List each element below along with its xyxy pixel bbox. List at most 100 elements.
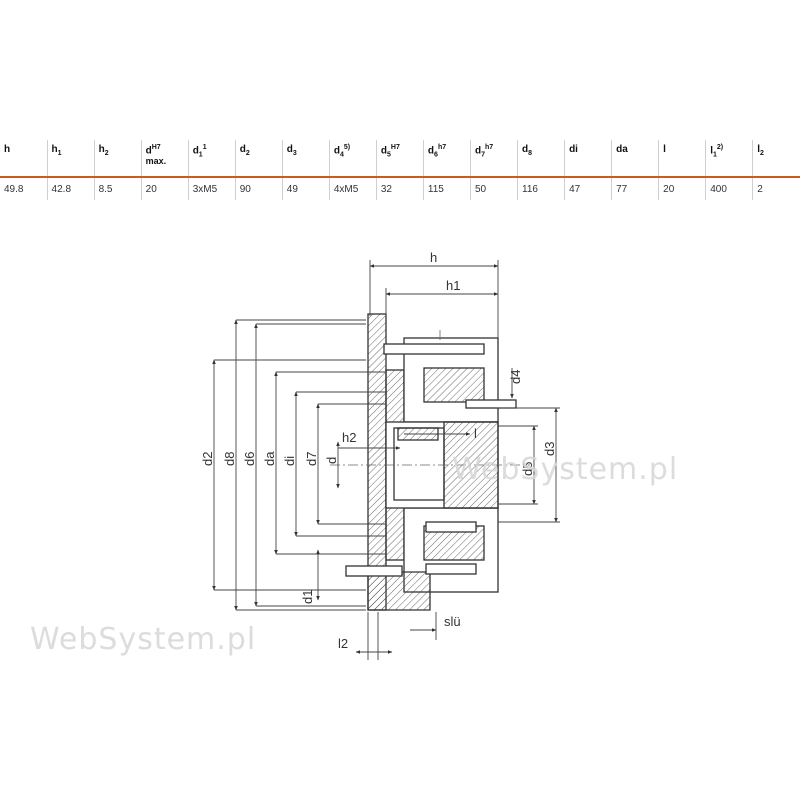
header-symbol: l	[663, 144, 666, 155]
header-superscript: H7	[151, 144, 161, 151]
table-cell: 3xM5	[187, 177, 236, 200]
table-cell: 47	[564, 177, 612, 200]
label-l2: l2	[338, 636, 348, 651]
table-cell: 49.8	[4, 183, 24, 195]
label-da: da	[262, 451, 277, 466]
column-header: h2	[93, 140, 142, 178]
header-subscript: 1	[712, 151, 717, 159]
header-subscript: 2	[760, 150, 764, 157]
header-symbol: d	[380, 145, 387, 157]
header-symbol: d	[333, 145, 340, 157]
header-superscript: 2)	[716, 144, 724, 151]
column-header: d45)	[328, 140, 377, 178]
table-cell: 115	[422, 177, 471, 200]
header-superscript: H7	[390, 144, 400, 151]
header-subscript: 2	[245, 150, 250, 157]
table-cell: 90	[234, 177, 283, 200]
column-header: d8	[517, 140, 565, 178]
column-header: d7h7	[469, 140, 518, 178]
header-symbol: d	[522, 144, 529, 155]
table-cell: 4xM5	[328, 177, 377, 200]
header-symbol: l	[757, 144, 761, 155]
header-symbol: d	[427, 145, 435, 157]
right-pin	[465, 399, 517, 409]
column-header: d2	[234, 140, 283, 178]
label-l: l	[474, 426, 477, 441]
technical-drawing: h h1 h2 d2 d8 d6 da di d7 d d1 d3 d5 d4 …	[200, 250, 560, 660]
table-cell: 20	[140, 177, 189, 200]
spring-2	[425, 563, 477, 575]
table-cell: 400	[705, 177, 753, 200]
label-d2: d2	[200, 452, 215, 466]
column-header: di	[564, 140, 612, 178]
center-lines	[330, 330, 530, 466]
table-cell: 77	[611, 177, 659, 200]
header-superscript: 1	[202, 144, 207, 151]
header-subscript: 5	[386, 151, 391, 159]
header-symbol: h	[51, 144, 58, 155]
column-header: l2	[752, 140, 800, 178]
column-header: h	[0, 140, 48, 178]
column-header: h1	[46, 140, 95, 178]
header-symbol: d	[192, 145, 199, 157]
label-d4: d4	[508, 370, 523, 384]
header-symbol: d	[145, 145, 152, 157]
column-header: d3	[281, 140, 330, 178]
header-subscript: 7	[481, 151, 485, 159]
table-cell: 20	[658, 177, 706, 200]
header-subscript: 1	[57, 150, 62, 157]
label-d5: d5	[520, 462, 535, 476]
watermark-left: WebSystem.pl	[30, 622, 257, 657]
bottom-bolt	[345, 565, 403, 577]
column-header: da	[611, 140, 659, 178]
dimension-lines	[212, 260, 560, 660]
header-symbol: da	[616, 144, 628, 155]
header-superscript: 5)	[343, 144, 351, 151]
header-symbol: d	[474, 145, 482, 157]
coil-top	[423, 367, 485, 403]
label-d8: d8	[222, 452, 237, 466]
column-header: l	[658, 140, 706, 178]
header-superscript: h7	[437, 144, 447, 151]
label-di: di	[282, 456, 297, 466]
header-symbol: d	[286, 144, 293, 155]
table-cell: 50	[469, 177, 518, 200]
header-symbol: h	[4, 144, 11, 155]
header-note: max.	[145, 156, 167, 167]
label-d6: d6	[242, 452, 257, 466]
table-cell: 8.5	[93, 177, 142, 200]
top-bolt	[383, 343, 485, 355]
header-subscript: 3	[292, 150, 297, 157]
header-subscript: 8	[528, 150, 533, 157]
header-symbol: h	[98, 144, 105, 155]
column-header: l12)	[705, 140, 753, 178]
dimension-labels: h h1 h2 d2 d8 d6 da di d7 d d1 d3 d5 d4 …	[200, 250, 557, 651]
column-header: d6h7	[422, 140, 471, 178]
label-slu: slü	[444, 614, 461, 629]
header-symbol: l	[710, 145, 713, 157]
column-header: dH7 max.	[140, 140, 189, 178]
table-cell: 2	[752, 177, 800, 200]
label-d7: d7	[304, 452, 319, 466]
bottom-body	[367, 571, 431, 611]
label-d: d	[324, 457, 339, 464]
column-header: d11	[187, 140, 236, 178]
label-h1: h1	[446, 278, 460, 293]
header-subscript: 4	[339, 151, 344, 159]
label-d1: d1	[300, 590, 315, 604]
label-h2: h2	[342, 430, 356, 445]
header-superscript: h7	[484, 144, 494, 151]
table-cell: 42.8	[46, 177, 95, 200]
header-symbol: d	[239, 144, 246, 155]
table-cell: 49	[281, 177, 330, 200]
header-subscript: 1	[198, 151, 203, 159]
watermark-right: WebSystem.pl	[452, 452, 679, 487]
column-header: d5H7	[375, 140, 424, 178]
table-cell: 32	[375, 177, 424, 200]
label-h: h	[430, 250, 437, 265]
header-symbol: di	[569, 144, 578, 155]
